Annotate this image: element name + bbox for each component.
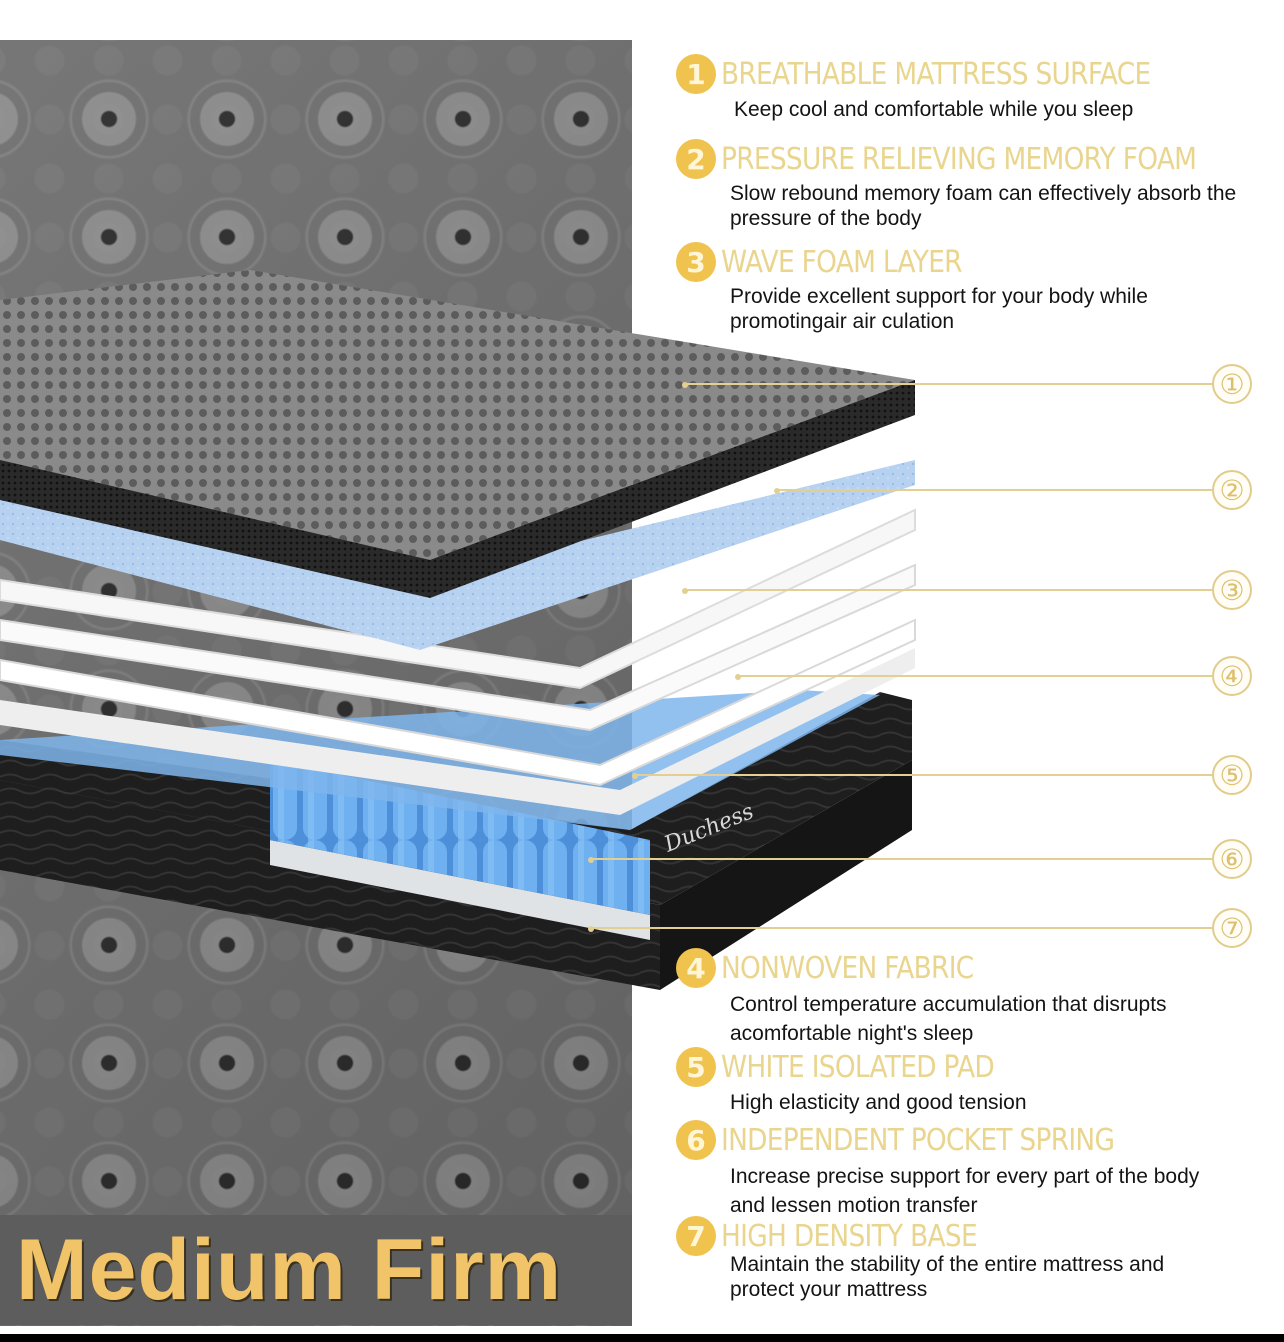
callout-dot	[682, 382, 688, 388]
number-badge-6: 6	[676, 1120, 716, 1160]
feature-item-2: 2 PRESSURE RELIEVING MEMORY FOAM Slow re…	[676, 139, 1276, 231]
feature-title: WAVE FOAM LAYER	[721, 244, 963, 280]
callout-line	[739, 675, 1212, 677]
callout-dot	[735, 674, 741, 680]
callout-line	[778, 489, 1212, 491]
number-badge-7: 7	[676, 1216, 716, 1256]
brand-label: Duchess	[660, 799, 757, 858]
feature-title: NONWOVEN FABRIC	[721, 950, 974, 986]
feature-title: PRESSURE RELIEVING MEMORY FOAM	[721, 141, 1197, 177]
feature-title: HIGH DENSITY BASE	[721, 1218, 978, 1254]
bottom-border	[0, 1334, 1284, 1342]
callout-number-7: ⑦	[1212, 908, 1252, 948]
callout-dot	[774, 488, 780, 494]
feature-title: INDEPENDENT POCKET SPRING	[721, 1122, 1115, 1158]
callout-dot	[632, 773, 638, 779]
feature-item-1: 1 BREATHABLE MATTRESS SURFACE Keep cool …	[676, 54, 1276, 123]
feature-description: Maintain the stability of the entire mat…	[730, 1253, 1165, 1301]
fabric-texture-background	[0, 40, 632, 1326]
number-badge-3: 3	[676, 242, 716, 282]
callout-line	[592, 858, 1212, 860]
firmness-banner: Medium Firm	[0, 1215, 632, 1325]
callout-line	[636, 774, 1212, 776]
feature-description: Control temperature accumulation that di…	[730, 993, 1167, 1045]
callout-line	[686, 589, 1212, 591]
callout-number-6: ⑥	[1212, 839, 1252, 879]
feature-item-4: 4 NONWOVEN FABRIC Control temperature ac…	[676, 948, 1276, 1048]
callout-number-4: ④	[1212, 656, 1252, 696]
callout-number-3: ③	[1212, 570, 1252, 610]
number-badge-5: 5	[676, 1047, 716, 1087]
feature-description: Keep cool and comfortable while you slee…	[734, 98, 1134, 121]
feature-description: Provide excellent support for your body …	[730, 285, 1148, 333]
callout-line	[686, 383, 1212, 385]
callout-dot	[588, 926, 594, 932]
feature-title: BREATHABLE MATTRESS SURFACE	[721, 56, 1151, 92]
callout-dot	[682, 588, 688, 594]
firmness-label: Medium Firm	[16, 1221, 563, 1318]
feature-item-3: 3 WAVE FOAM LAYER Provide excellent supp…	[676, 242, 1276, 334]
callout-line	[592, 927, 1212, 929]
feature-title: WHITE ISOLATED PAD	[721, 1049, 995, 1085]
number-badge-1: 1	[676, 54, 716, 94]
number-badge-4: 4	[676, 948, 716, 988]
feature-item-5: 5 WHITE ISOLATED PAD High elasticity and…	[676, 1047, 1276, 1116]
callout-number-2: ②	[1212, 470, 1252, 510]
feature-item-7: 7 HIGH DENSITY BASE Maintain the stabili…	[676, 1216, 1276, 1302]
feature-description: High elasticity and good tension	[730, 1091, 1027, 1114]
feature-description: Increase precise support for every part …	[730, 1165, 1200, 1217]
callout-number-5: ⑤	[1212, 755, 1252, 795]
feature-item-6: 6 INDEPENDENT POCKET SPRING Increase pre…	[676, 1120, 1276, 1220]
feature-description: Slow rebound memory foam can effectively…	[730, 182, 1237, 230]
callout-number-1: ①	[1212, 364, 1252, 404]
callout-dot	[588, 857, 594, 863]
number-badge-2: 2	[676, 139, 716, 179]
